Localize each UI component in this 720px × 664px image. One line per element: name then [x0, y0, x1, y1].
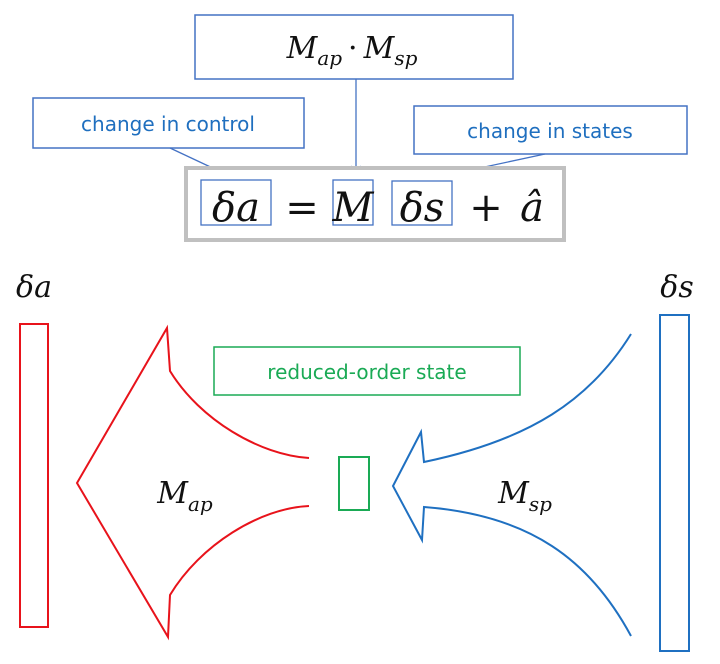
state-vector-bar: [659, 314, 690, 652]
composite-matrix-box: Map·Msp: [194, 14, 514, 80]
reduced-state-bar: [338, 456, 370, 511]
M-highlight: [332, 179, 374, 226]
reduced-order-callout: reduced-order state: [213, 346, 521, 396]
equation-plus: +: [469, 185, 503, 231]
equation-delta-a: δa: [212, 185, 260, 231]
msp-label: Msp: [497, 476, 552, 516]
msp-arrow: [391, 333, 632, 637]
right-vector-label: δs: [660, 270, 693, 305]
delta-a-highlight: [200, 179, 272, 226]
callout-states-text: change in states: [467, 119, 633, 143]
reduced-order-text: reduced-order state: [267, 360, 466, 384]
map-arrow: [75, 324, 310, 641]
equation-a-hat: â: [520, 185, 544, 231]
callout-change-in-states: change in states: [413, 105, 688, 155]
equation-equals: =: [285, 185, 319, 231]
equation-M: M: [332, 185, 375, 231]
composite-matrix-formula: Map·Msp: [286, 31, 418, 70]
delta-s-highlight: [391, 180, 453, 226]
control-vector-bar: [19, 323, 49, 628]
callout-control-text: change in control: [81, 112, 255, 136]
equation-delta-s: δs: [400, 185, 445, 231]
map-label: Map: [156, 476, 213, 516]
left-vector-label: δa: [16, 270, 52, 305]
callout-change-in-control: change in control: [32, 97, 305, 149]
